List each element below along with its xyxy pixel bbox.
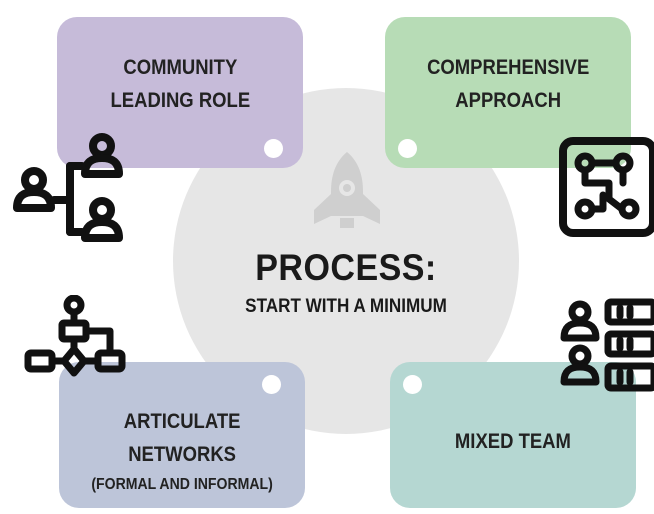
people-hierarchy-icon <box>13 133 123 242</box>
card-dot <box>262 375 281 394</box>
team-server-icon <box>560 298 654 392</box>
rocket-icon <box>314 152 380 228</box>
card-line: NETWORKS <box>128 443 236 466</box>
circuit-board-icon <box>559 137 654 237</box>
card-dot <box>398 139 417 158</box>
card-line: APPROACH <box>455 88 561 112</box>
center-title: PROCESS: <box>255 247 437 288</box>
card-dot <box>264 139 283 158</box>
card-line: COMMUNITY <box>123 55 237 79</box>
card-line: ARTICULATE <box>123 410 241 433</box>
center-subtitle: START WITH A MINIMUM <box>245 296 447 317</box>
card-articulate-networks: ARTICULATE NETWORKS (FORMAL AND INFORMAL… <box>59 362 305 508</box>
card-dot <box>403 375 422 394</box>
card-line: MIXED TEAM <box>454 429 572 453</box>
card-line: (FORMAL AND INFORMAL) <box>91 476 273 493</box>
flowchart-icon <box>24 295 126 377</box>
card-line: LEADING ROLE <box>110 88 250 112</box>
card-line: COMPREHENSIVE <box>426 55 590 79</box>
card-mixed-team: MIXED TEAM <box>390 362 636 508</box>
